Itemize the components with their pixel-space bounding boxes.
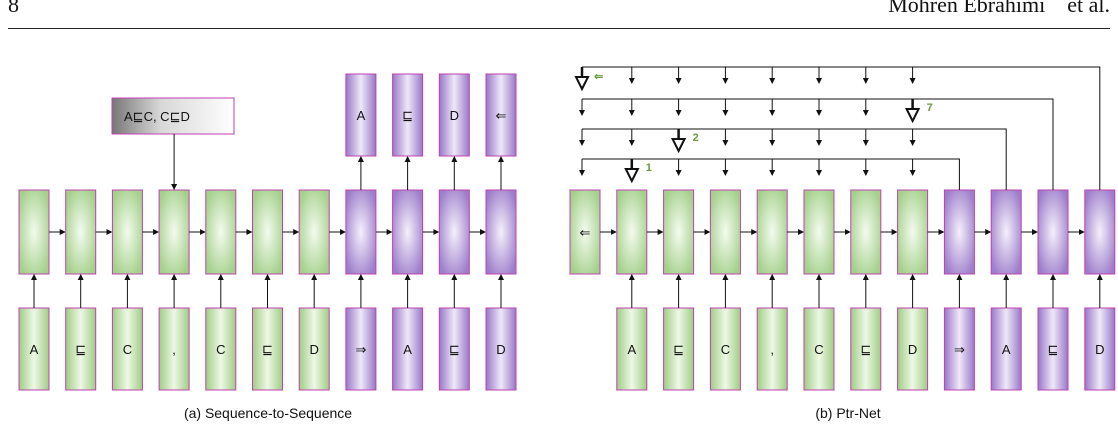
header-rule (8, 28, 1110, 29)
ptr-start-cell-label: ⇐ (580, 225, 591, 240)
seq-hidden-cell (65, 189, 97, 275)
ptr-input-cell (756, 307, 788, 391)
pointer-selected-arrowhead (624, 168, 640, 184)
ptr-input-cell (803, 307, 835, 391)
ptr-input-cell-label: D (1095, 342, 1104, 357)
ptr-hidden-cell (897, 189, 929, 275)
pointer-end-marker: ⇐ (594, 71, 603, 83)
seq-output-cell (438, 73, 470, 157)
seq-input-cell-label: , (172, 342, 176, 357)
ptr-hidden-cell (803, 189, 835, 275)
seq-input-cell (392, 307, 424, 391)
ptr-input-cell (709, 307, 741, 391)
ptr-input-cell-label: A (627, 342, 636, 357)
seq-output-cell-label: ⇐ (496, 108, 507, 123)
ptr-input-cell (990, 307, 1022, 391)
ptr-hidden-cell (756, 189, 788, 275)
pointer-selected-arrowhead (904, 108, 921, 124)
pointer-index-label: 7 (927, 102, 933, 114)
seq-output-cell (392, 73, 424, 157)
ptr-input-cell-label: ⊑ (673, 342, 684, 357)
ptr-input-cell (943, 307, 975, 391)
pointer-query-line (582, 98, 1054, 190)
pointer-index-label: 1 (646, 162, 652, 174)
seq-input-cell-label: C (216, 342, 225, 357)
ptr-input-cell-label: , (770, 342, 774, 357)
ptr-hidden-cell (850, 189, 882, 275)
seq-hidden-cell (298, 189, 330, 275)
pointer-index-label: 2 (693, 132, 699, 144)
ptr-input-cell (663, 307, 695, 391)
seq-output-cell (345, 73, 377, 157)
ptrnet-caption: (b) Ptr-Net (815, 405, 880, 421)
ptr-input-cell-label: ⊑ (860, 342, 871, 357)
seq-input-cell-label: D (496, 342, 505, 357)
seq-input-cell-label: ⊑ (262, 342, 273, 357)
attention-input-label: A⊑C, C⊑D (124, 109, 190, 124)
seq-input-cell-label: ⊑ (449, 342, 460, 357)
pointer-query-line (582, 66, 1101, 190)
seq-input-cell (298, 307, 330, 391)
ptrnet-diagram: (b) Ptr-Net ⇐ A ⊑ C, C ⊑ D ⇒ A ⊑ D 1 2 7 ⇐ (569, 66, 1116, 421)
running-head: Mohren Ebrahimi et al. (888, 0, 1110, 17)
seq-output-cell-label: ⊑ (402, 108, 413, 123)
seq-input-cell-label: A (30, 342, 39, 357)
pointer-selected-arrowhead (670, 138, 687, 154)
attention-input-box (111, 97, 235, 135)
ptr-input-cell-label: D (908, 342, 917, 357)
seq-input-cell (345, 307, 377, 391)
seq-input-cell-label: C (123, 342, 132, 357)
ptr-input-cell (1084, 307, 1116, 391)
seq-input-cell-label: A (403, 342, 412, 357)
seq-hidden-cell (438, 189, 470, 275)
seq-output-cell-label: D (450, 108, 459, 123)
seq-input-cell-label: D (310, 342, 319, 357)
ptr-input-cell-label: C (721, 342, 730, 357)
seq-hidden-cell (392, 189, 424, 275)
seq-output-cell (485, 73, 517, 157)
seq-hidden-cell (252, 189, 283, 275)
ptr-hidden-cell (663, 189, 695, 275)
ptr-hidden-cell (709, 189, 741, 275)
seq-output-cell-label: A (357, 108, 366, 123)
ptr-hidden-cell (1084, 189, 1116, 275)
ptr-hidden-cell (616, 189, 648, 275)
seq-input-cell (252, 307, 283, 391)
ptr-hidden-cell (990, 189, 1022, 275)
seq-hidden-cell (18, 189, 50, 275)
ptr-input-cell-label: ⇒ (954, 342, 965, 357)
seq-input-cell-label: ⊑ (75, 342, 86, 357)
seq2seq-caption: (a) Sequence-to-Sequence (184, 405, 352, 421)
seq-input-cell (111, 307, 143, 391)
ptr-start-cell (569, 189, 601, 275)
seq-hidden-cell (485, 189, 517, 275)
ptr-input-cell (897, 307, 929, 391)
pointer-query-line (582, 128, 1007, 190)
ptr-input-cell-label: C (814, 342, 823, 357)
ptr-hidden-cell (1037, 189, 1069, 275)
pointer-selected-arrowhead (574, 76, 590, 92)
seq2seq-diagram: (a) Sequence-to-Sequence A ⊑ C, C ⊑ D ⇒ A ⊑ D A ⊑ D ⇐… (18, 73, 517, 421)
pointer-query-line (582, 158, 960, 190)
seq-hidden-cell (345, 189, 377, 275)
seq-input-cell-label: ⇒ (355, 342, 366, 357)
page-number: 8 (8, 0, 19, 17)
ptr-hidden-cell (943, 189, 975, 275)
seq-hidden-cell (158, 189, 190, 275)
ptr-input-cell-label: A (1002, 342, 1011, 357)
seq-hidden-cell (205, 189, 237, 275)
ptr-input-cell-label: ⊑ (1048, 342, 1059, 357)
ptr-input-cell (1037, 307, 1069, 391)
seq-hidden-cell (111, 189, 143, 275)
